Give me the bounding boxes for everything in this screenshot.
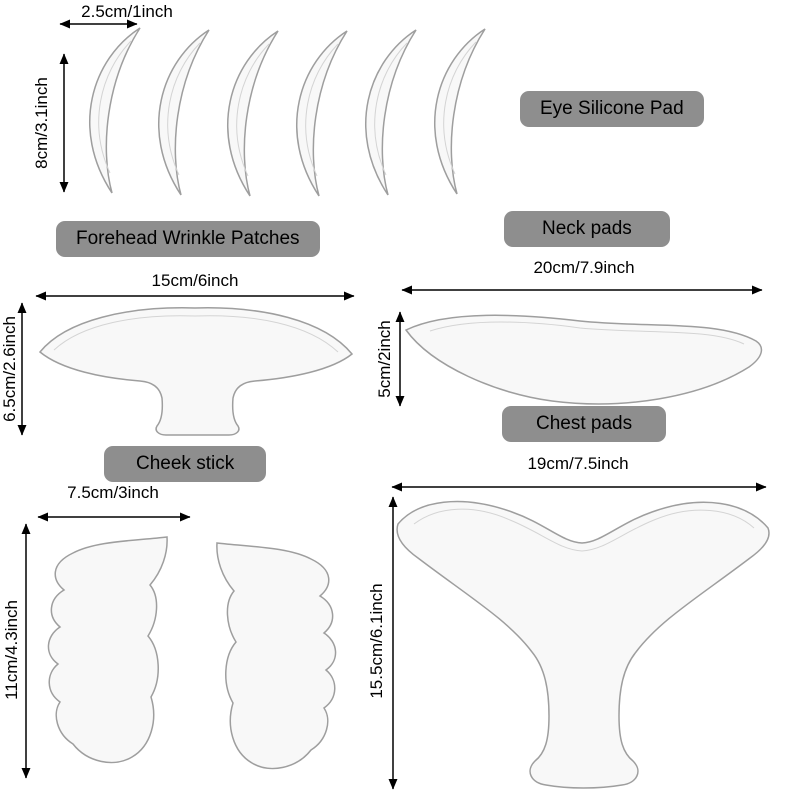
cheek-width-dimension: 7.5cm/3inch (67, 483, 159, 502)
chest-pad-shape (396, 500, 770, 789)
cheek-pad-left-shape (47, 536, 168, 764)
eye-pad-shape (226, 30, 279, 197)
forehead-patch-shape (38, 307, 354, 436)
cheek-stick-label: Cheek stick (104, 446, 267, 482)
cheek-height-dimension: 11cm/4.3inch (2, 600, 21, 700)
chest-pads-label: Chest pads (502, 406, 667, 442)
eye-width-dimension: 2.5cm/1inch (81, 2, 173, 21)
chest-height-dimension: 15.5cm/6.1inch (367, 583, 386, 699)
cheek-pad-right-shape (216, 542, 337, 770)
eye-pad-shape (157, 29, 210, 196)
neck-pads-label: Neck pads (504, 211, 670, 247)
neck-height-dimension: 5cm/2inch (375, 320, 394, 398)
forehead-wrinkle-patches-label: Forehead Wrinkle Patches (56, 221, 320, 257)
forehead-width-dimension: 15cm/6inch (151, 271, 239, 290)
cheek-pads-group (47, 536, 337, 770)
neck-width-dimension: 20cm/7.9inch (533, 258, 635, 277)
eye-pad-shape (433, 28, 486, 195)
eye-pad-shape (88, 27, 141, 194)
chest-width-dimension: 19cm/7.5inch (527, 454, 629, 473)
eye-silicone-pad-label: Eye Silicone Pad (520, 91, 704, 127)
eye-height-dimension: 8cm/3.1inch (32, 77, 51, 169)
eye-pad-shape (295, 30, 348, 197)
eye-pads-group (88, 27, 486, 197)
neck-pad-shape (404, 314, 763, 405)
forehead-height-dimension: 6.5cm/2.6inch (0, 316, 19, 422)
eye-pad-shape (364, 29, 417, 196)
